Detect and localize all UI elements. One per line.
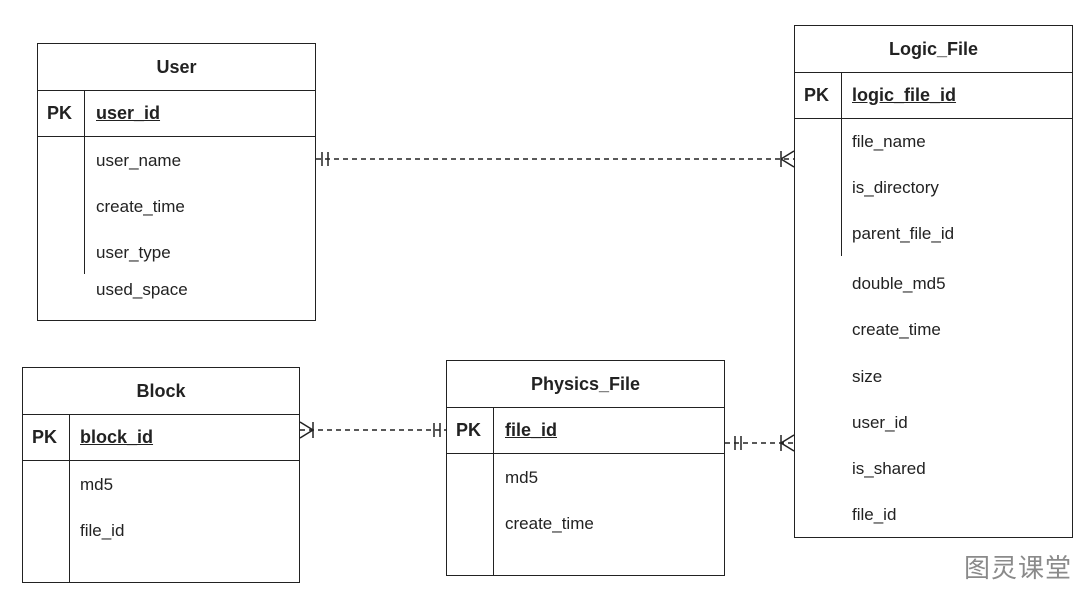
entity-logic-file-field: is_shared xyxy=(852,459,926,478)
entity-user-title: User xyxy=(38,44,315,91)
entity-physics-file-field: create_time xyxy=(505,514,594,533)
entity-logic-file-field: double_md5 xyxy=(852,274,946,293)
cardinality-crowfoot xyxy=(299,421,314,431)
entity-user-field: user_type xyxy=(96,243,171,262)
entity-logic-file-field: create_time xyxy=(852,320,941,339)
entity-physics-file-pk-label: PK xyxy=(456,420,482,440)
entity-user-pk-row: PK user_id xyxy=(38,90,315,137)
cardinality-crowfoot xyxy=(780,158,795,168)
entity-user: User PK user_id user_name create_time us… xyxy=(37,43,316,321)
entity-logic-file-field: file_id xyxy=(852,505,897,524)
entity-logic-file-pk-field: logic_file_id xyxy=(852,85,957,105)
entity-user-field: create_time xyxy=(96,197,185,216)
entity-logic-file-key-divider xyxy=(841,72,842,256)
entity-block-title: Block xyxy=(23,368,299,415)
entity-user-key-divider xyxy=(84,90,85,274)
relationship-user-logic-file xyxy=(316,150,795,168)
entity-physics-file-pk-row: PK file_id xyxy=(447,407,724,454)
entity-block-pk-field: block_id xyxy=(80,427,154,447)
entity-logic-file: Logic_File PK logic_file_id file_name is… xyxy=(794,25,1073,538)
entity-physics-file: Physics_File PK file_id md5 create_time xyxy=(446,360,725,576)
entity-block: Block PK block_id md5 file_id xyxy=(22,367,300,583)
entity-block-pk-row: PK block_id xyxy=(23,414,299,461)
entity-physics-file-pk-field: file_id xyxy=(505,420,558,440)
entity-block-field: file_id xyxy=(80,521,125,540)
entity-block-key-divider xyxy=(69,414,70,582)
relationship-physics-file-logic-file xyxy=(725,434,795,452)
watermark: 图灵课堂 xyxy=(963,554,1072,584)
entity-logic-file-title: Logic_File xyxy=(795,26,1072,73)
cardinality-crowfoot xyxy=(780,434,795,444)
entity-user-field: user_name xyxy=(96,151,182,170)
entity-physics-file-field: md5 xyxy=(505,468,539,487)
entity-logic-file-field: parent_file_id xyxy=(852,224,955,243)
entity-user-pk-field: user_id xyxy=(96,103,161,123)
entity-logic-file-pk-row: PK logic_file_id xyxy=(795,72,1072,119)
cardinality-crowfoot xyxy=(780,150,795,160)
entity-user-pk-label: PK xyxy=(47,103,73,123)
entity-physics-file-key-divider xyxy=(493,407,494,575)
entity-logic-file-field: file_name xyxy=(852,132,926,151)
entity-logic-file-field: size xyxy=(852,367,883,386)
entity-logic-file-field: user_id xyxy=(852,413,908,432)
cardinality-crowfoot xyxy=(299,429,314,439)
entity-user-field: used_space xyxy=(96,280,188,299)
relationship-block-physics-file xyxy=(299,421,446,439)
entity-block-pk-label: PK xyxy=(32,427,58,447)
entity-block-field: md5 xyxy=(80,475,114,494)
entity-logic-file-pk-label: PK xyxy=(804,85,830,105)
cardinality-crowfoot xyxy=(780,442,795,452)
entity-logic-file-field: is_directory xyxy=(852,178,939,197)
entity-physics-file-title: Physics_File xyxy=(447,361,724,408)
